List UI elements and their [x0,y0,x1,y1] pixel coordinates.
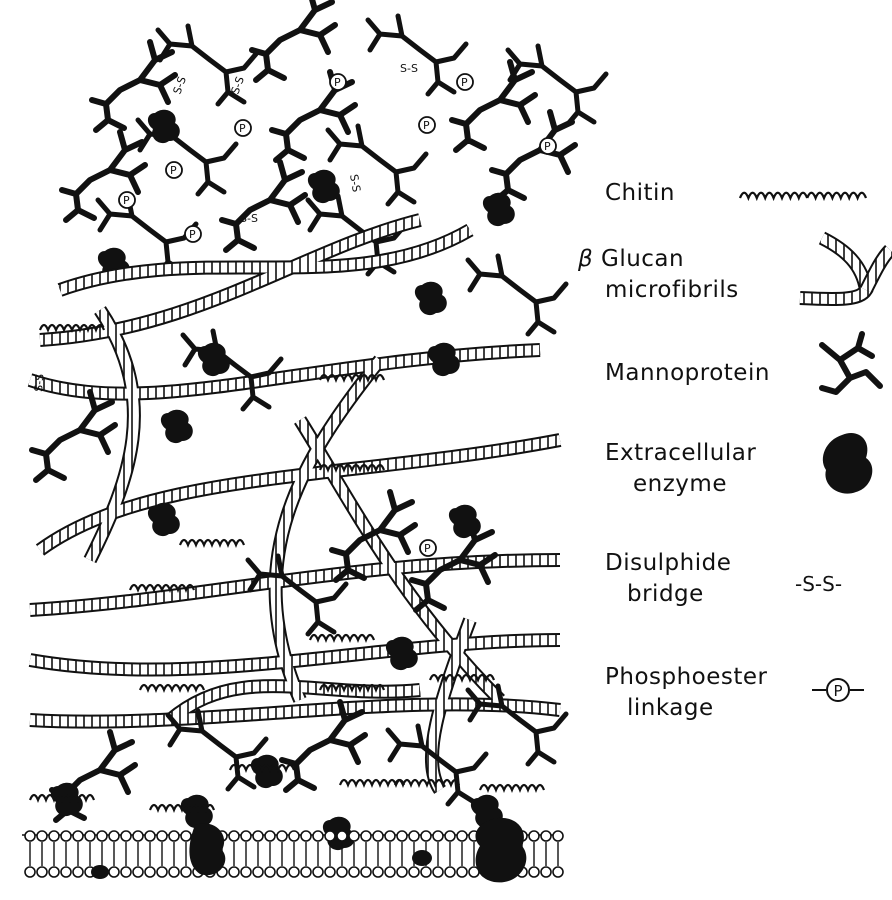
p-label: P [334,76,341,89]
legend-glucan-label-2: microfibrils [578,275,739,306]
p-label: P [544,140,551,153]
legend-phosphoester: Phosphoester linkage [605,662,768,724]
legend-disulphide-label-1: Disulphide [605,548,731,579]
inner-wall-components [30,256,566,850]
legend-enzyme-symbol [823,433,872,494]
legend-disulphide: Disulphide bridge [605,548,731,610]
mannoprotein-layer [62,0,606,281]
legend-glucan-label-1: Glucan [601,246,684,272]
ss-label: S-S [347,173,363,193]
legend-phosphoester-symbol: P [812,679,864,701]
p-label: P [423,119,430,132]
legend-p-glyph: P [833,682,842,700]
legend-disulphide-symbol: -S-S- [795,572,842,596]
ss-label: S-S [32,373,47,392]
legend-glucan: β Glucan microfibrils [578,244,739,306]
legend-disulphide-label-2: bridge [605,579,731,610]
ss-label: S-S [240,212,258,225]
beta-symbol: β [578,246,593,272]
p-label: P [461,76,468,89]
p-label: P [189,228,196,241]
legend-glucan-symbol [800,238,890,299]
p-label: P [170,164,177,177]
legend-mannoprotein: Mannoprotein [605,358,770,389]
legend-chitin-label: Chitin [605,180,675,206]
plasma-membrane [22,818,563,883]
ss-label: S-S [400,62,418,75]
legend-mannoprotein-label: Mannoprotein [605,360,770,386]
p-label: P [239,122,246,135]
legend-enzyme-label-1: Extracellular [605,438,756,469]
legend-enzyme-label-2: enzyme [605,469,756,500]
legend-chitin: Chitin [605,178,675,209]
p-label: P [123,194,130,207]
legend-enzyme: Extracellular enzyme [605,438,756,500]
p-label: P [424,542,431,555]
ss-label: S-S [229,75,247,96]
legend-phosphoester-label-2: linkage [605,693,768,724]
legend-mannoprotein-symbol [822,334,880,392]
legend-chitin-symbol [740,193,866,198]
legend-phosphoester-label-1: Phosphoester [605,662,768,693]
